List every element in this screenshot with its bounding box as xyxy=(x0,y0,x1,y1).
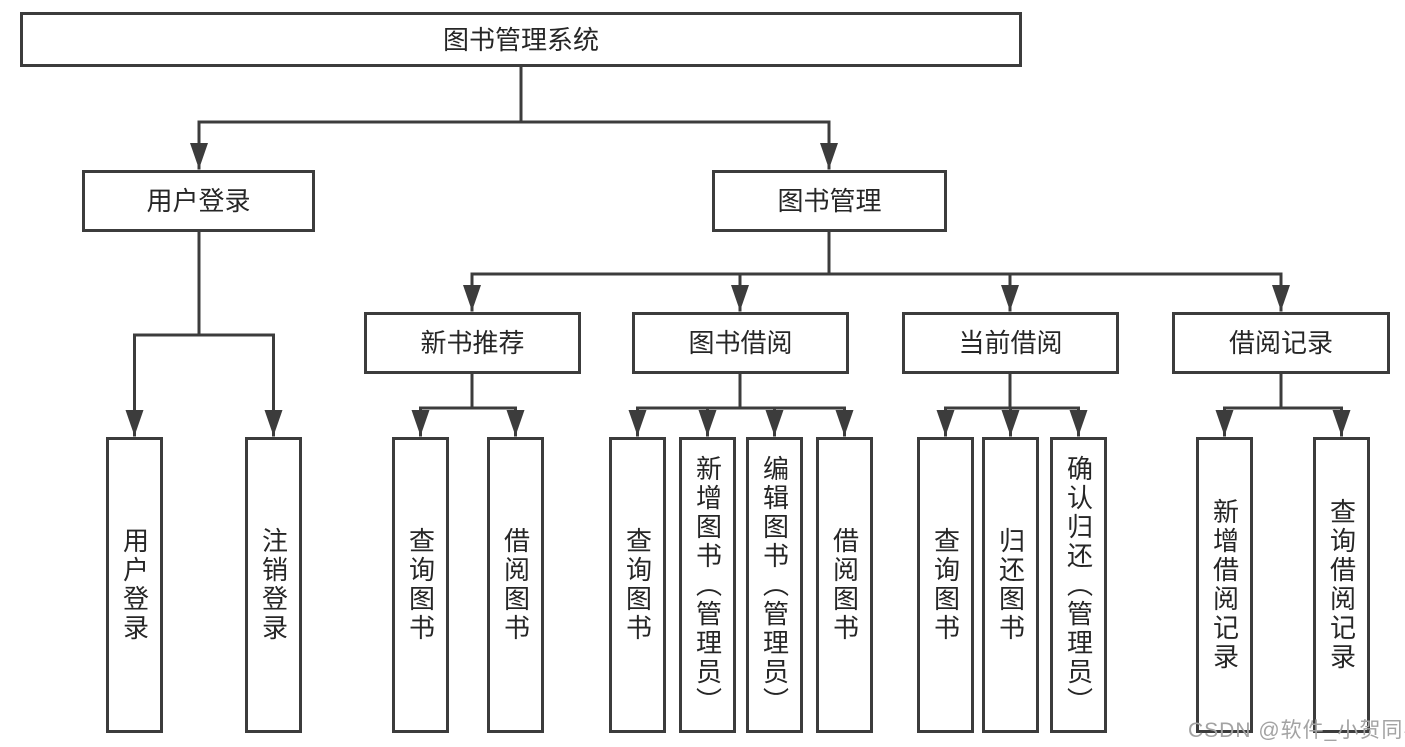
node-query-books-borrowing: 查询图书 xyxy=(609,437,666,733)
node-library-management-system: 图书管理系统 xyxy=(20,12,1022,67)
csdn-watermark: CSDN @软件_小贺同学 xyxy=(1188,719,1405,742)
node-book-borrowing: 图书借阅 xyxy=(632,312,849,374)
node-user-login: 用户登录 xyxy=(106,437,163,733)
node-add-book-admin: 新增图书（管理员） xyxy=(679,437,736,733)
node-edit-book-admin: 编辑图书（管理员） xyxy=(746,437,803,733)
node-current-borrowing: 当前借阅 xyxy=(902,312,1119,374)
node-return-book: 归还图书 xyxy=(982,437,1039,733)
node-borrow-books-recommend: 借阅图书 xyxy=(487,437,544,733)
node-confirm-return-admin: 确认归还（管理员） xyxy=(1050,437,1107,733)
node-query-books-current: 查询图书 xyxy=(917,437,974,733)
node-query-borrow-record: 查询借阅记录 xyxy=(1313,437,1370,733)
node-book-management-module: 图书管理 xyxy=(712,170,947,232)
node-logout: 注销登录 xyxy=(245,437,302,733)
node-user-login-module: 用户登录 xyxy=(82,170,315,232)
node-add-borrow-record: 新增借阅记录 xyxy=(1196,437,1253,733)
node-new-book-recommendation: 新书推荐 xyxy=(364,312,581,374)
node-borrow-books: 借阅图书 xyxy=(816,437,873,733)
node-query-books-recommend: 查询图书 xyxy=(392,437,449,733)
node-borrowing-records: 借阅记录 xyxy=(1172,312,1390,374)
